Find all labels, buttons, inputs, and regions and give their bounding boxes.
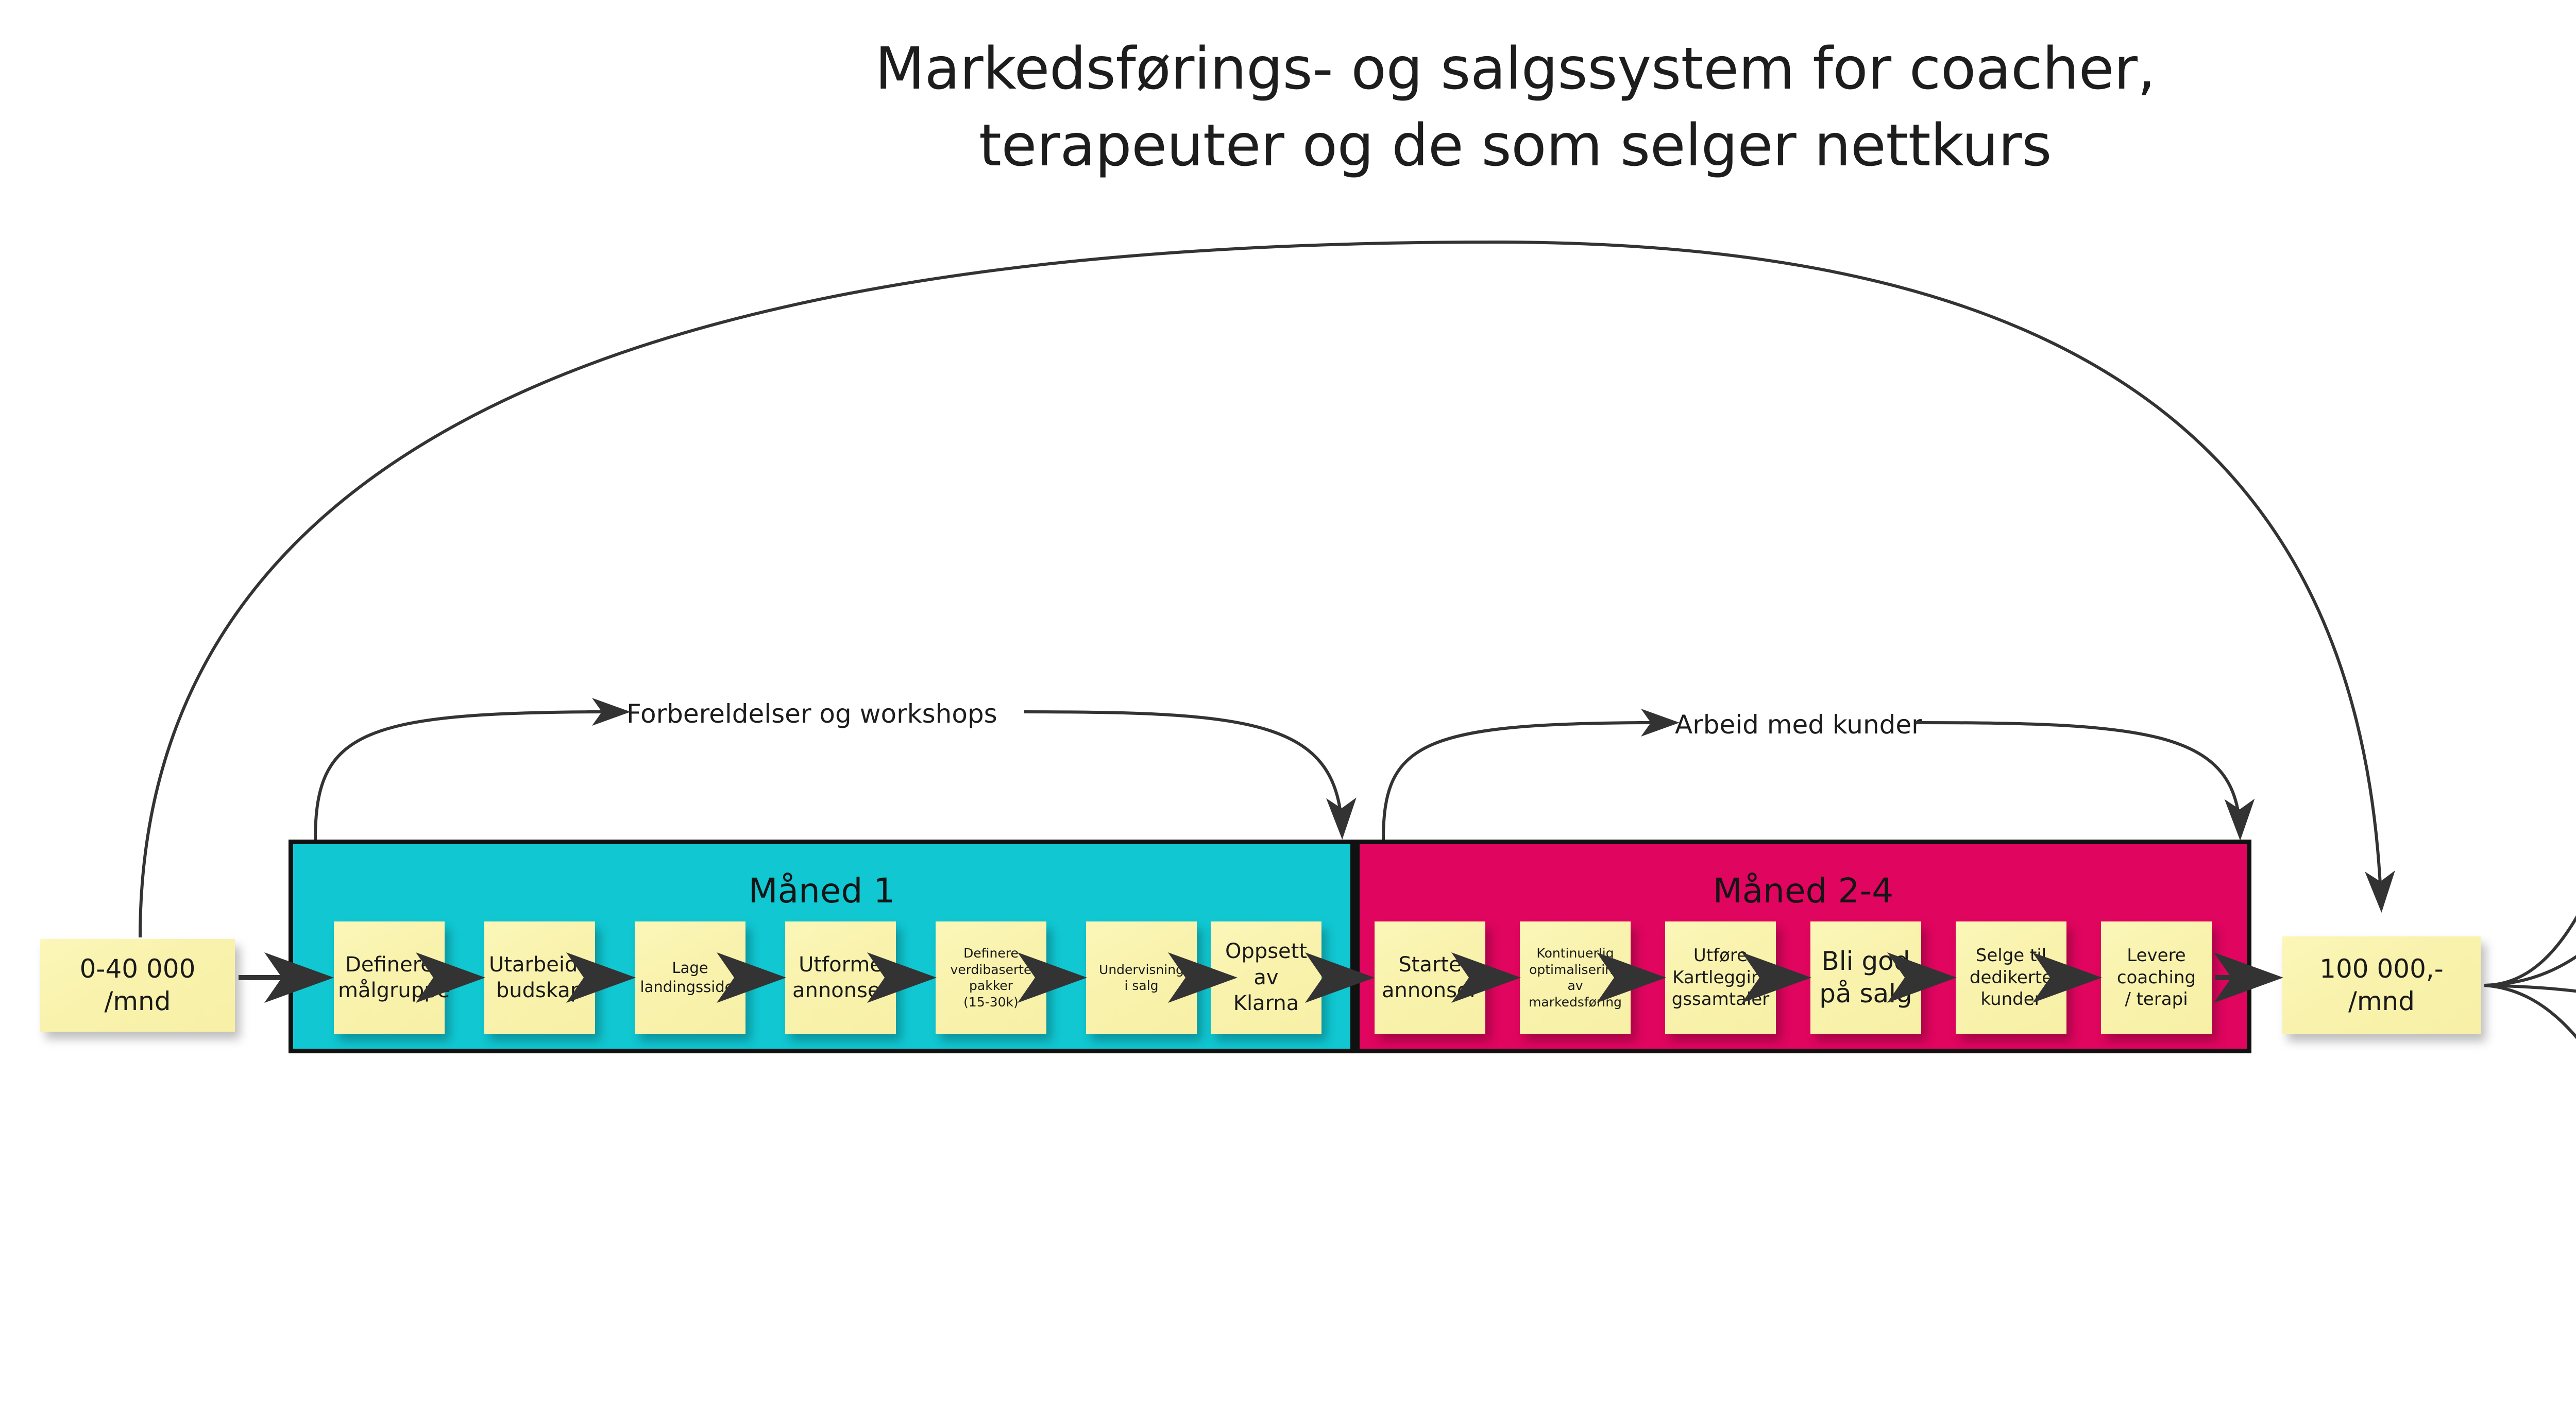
start-node-line-1: 0-40 000	[79, 954, 196, 984]
step-line: Undervisning	[1099, 962, 1184, 977]
phase-label-maned-2-4: Måned 2-4	[1713, 871, 1894, 911]
title-line-2: terapeuter og de som selger nettkurs	[979, 112, 2052, 179]
arrow-end-to-tid	[2484, 915, 2576, 987]
page-title: Markedsførings- og salgssystem for coach…	[0, 31, 2576, 184]
step-line: Kontinuerlig	[1536, 946, 1614, 961]
step-line: av	[1567, 978, 1583, 993]
step-line: Selge til	[1975, 945, 2047, 966]
arrow-end-to-mer-frihet	[2484, 955, 2576, 987]
step-line: Bli god	[1821, 946, 1910, 976]
step-line: på salg	[1819, 979, 1912, 1009]
start-node[interactable]: 0-40 000/mnd	[40, 939, 235, 1032]
step-line: i salg	[1124, 978, 1159, 993]
end-node-text: 100 000,-/mnd	[2286, 953, 2477, 1018]
step-line: målgruppe	[338, 979, 450, 1002]
step-line: Definere	[345, 952, 433, 977]
end-node-line-1: 100 000,-	[2319, 954, 2444, 984]
arc-start-to-end	[139, 240, 2395, 938]
title-line-1: Markedsførings- og salgssystem for coach…	[875, 36, 2156, 102]
step-line: coaching	[2116, 967, 2196, 988]
step-line: Oppsett	[1225, 939, 1308, 964]
step-line: Utforme	[799, 952, 883, 977]
step-line: annonser	[792, 979, 889, 1002]
end-node[interactable]: 100 000,-/mnd	[2282, 936, 2481, 1034]
step-line: budskap	[496, 979, 584, 1002]
step-line: dedikerte	[1969, 967, 2053, 988]
flow-label-phase-1: Forbereldelser og workshops	[622, 699, 1002, 729]
step-line: Utføre	[1693, 945, 1748, 966]
step-line: pakker	[969, 978, 1013, 993]
step-line: (15-30k)	[963, 994, 1019, 1010]
step-line: Lage	[672, 959, 708, 977]
flow-label-phase-2: Arbeid med kunder	[1671, 710, 1926, 740]
step-line: optimalisering	[1529, 962, 1621, 977]
end-node-line-2: /mnd	[2348, 986, 2415, 1016]
arrow-end-to-bedre-resultater	[2484, 984, 2576, 1039]
step-line: Definere	[963, 946, 1019, 961]
step-line: Levere	[2127, 945, 2186, 966]
step-line: gssamtaler	[1671, 989, 1770, 1010]
step-line: verdibaserte	[950, 962, 1032, 977]
arc-phase-2-right	[1915, 721, 2255, 841]
arc-phase-1-right	[1024, 710, 1357, 840]
step-line: landingssider	[640, 978, 740, 996]
start-node-text: 0-40 000/mnd	[44, 953, 231, 1018]
step-line: Utarbeide	[488, 952, 591, 977]
step-line: / terapi	[2125, 989, 2188, 1010]
arc-phase-2	[1382, 721, 1662, 840]
phase-label-maned-1: Måned 1	[748, 871, 895, 911]
arc-phase-1	[314, 710, 614, 840]
step-line: Starte	[1398, 952, 1462, 977]
step-line: Kartleggin-	[1672, 967, 1769, 988]
step-line: av	[1253, 965, 1279, 989]
start-node-line-2: /mnd	[104, 986, 171, 1016]
step-line: Klarna	[1233, 992, 1299, 1016]
step-line: annonser	[1382, 979, 1478, 1002]
arrow-end-to-bedre-okonomi	[2484, 984, 2576, 993]
step-line: kunder	[1980, 989, 2042, 1010]
step-line: markedsføring	[1529, 994, 1622, 1010]
